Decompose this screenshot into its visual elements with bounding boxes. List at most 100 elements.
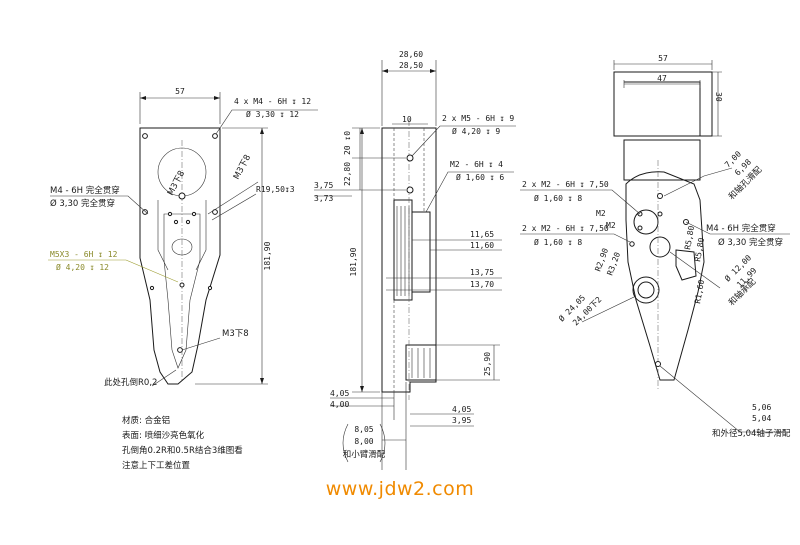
right-callout-b1: 2 x M2 - 6H ↧ 7,50 (522, 224, 609, 233)
right-shaft-leader (663, 167, 733, 197)
left-top-leader (215, 109, 318, 135)
middle-dim1370-label: 13,70 (470, 280, 494, 289)
right-d1200-leader (669, 251, 721, 289)
right-504-label: 5,04 (752, 414, 771, 423)
right-outer-leader (659, 365, 790, 433)
middle-hatch (396, 206, 410, 296)
middle-height-line (352, 128, 380, 393)
left-m3-label-c: M3下8 (222, 329, 249, 339)
right-callout-c2: Ø 3,30 完全贯穿 (718, 237, 783, 248)
middle-top-arrows (382, 69, 436, 73)
left-height-dim-line (195, 127, 268, 385)
left-hl-callout-2: Ø 4,20 ↧ 12 (56, 262, 109, 272)
right-dim47-label: 47 (657, 74, 667, 83)
right-m2-label-b: M2 (606, 221, 616, 230)
left-m3-label-b: M3下8 (232, 153, 253, 181)
right-large-bore (632, 276, 660, 304)
right-callout-a-leader (520, 189, 641, 215)
left-hole (212, 133, 218, 139)
middle-dim805-brackets (342, 423, 386, 463)
middle-dim805-label: 8,05 (354, 425, 373, 434)
left-side-callout-2: Ø 3,30 完全贯穿 (50, 198, 115, 209)
middle-dim400-label: 4,00 (330, 400, 349, 409)
left-r-label: R19,50↧3 (256, 185, 295, 194)
left-hole (173, 219, 179, 225)
note-line: 孔倒角0.2R和0.5R结合3维图看 (122, 445, 243, 456)
middle-dim375-line (314, 189, 352, 197)
left-r-leader (211, 193, 257, 221)
note-line: 注意上下工差位置 (122, 460, 191, 471)
middle-dim2590-label: 25,90 (483, 352, 492, 376)
right-callout-c1: M4 - 6H 完全贯穿 (706, 223, 776, 234)
left-top-callout-2: Ø 3,30 ↧ 12 (246, 109, 299, 119)
left-hole (207, 285, 213, 291)
left-side-callout-1: M4 - 6H 完全贯穿 (50, 185, 120, 196)
left-hole (142, 209, 148, 215)
middle-dim22-label: 22,80 (343, 162, 352, 186)
left-m3-leader (207, 181, 259, 215)
right-r580-label: R5,80 (683, 225, 696, 250)
left-width-dim-line (139, 92, 221, 124)
left-hole (178, 192, 186, 200)
left-hole (191, 211, 197, 217)
left-hole (142, 133, 148, 139)
note-line: 材质: 合金铝 (122, 415, 170, 426)
middle-dim20-label: 20 ↧0 (343, 131, 352, 155)
middle-top-label-2: 28,50 (399, 61, 423, 70)
left-hole (185, 219, 191, 225)
right-r580b-label: R5,80 (693, 237, 706, 262)
middle-callout2-leader (425, 171, 514, 213)
middle-hole (406, 186, 414, 194)
middle-lower-rect (405, 344, 437, 381)
right-callout-c-leader (685, 221, 790, 235)
right-hole (655, 361, 661, 367)
right-bore-inner (637, 281, 655, 299)
right-m2-label-a: M2 (596, 209, 606, 218)
middle-dim20-line (352, 127, 406, 159)
middle-callout2b: Ø 1,60 ↧ 6 (456, 172, 504, 182)
middle-dim405-line (330, 392, 395, 420)
middle-dim1165-label: 11,65 (470, 230, 494, 239)
right-dim57-line (613, 60, 713, 70)
middle-callout1a: 2 x M5 - 6H ↧ 9 (442, 114, 514, 123)
middle-dim405b-line (410, 413, 474, 427)
middle-top-label-1: 28,60 (399, 50, 423, 59)
right-view: 57 47 30 7,00 6,98 和轴孔滑配 2 x M2 - 6H ↧ 7… (520, 54, 791, 439)
right-hole (637, 225, 643, 231)
left-bottom-label: 此处孔倒R0,2 (104, 377, 157, 388)
right-upper-boss (633, 209, 659, 235)
middle-dim1160-label: 11,60 (470, 241, 494, 250)
middle-dim2590-line (436, 344, 500, 381)
middle-dim1375-line (386, 277, 502, 291)
left-m3c-leader (181, 337, 221, 351)
left-view: 57 181,90 4 x M4 - 6H ↧ 12 Ø 3,30 ↧ 12 M… (48, 87, 318, 388)
left-top-callout-1: 4 x M4 - 6H ↧ 12 (234, 97, 311, 106)
left-hole (149, 285, 155, 291)
middle-dim10-label: 10 (402, 115, 412, 124)
right-dim47-line (623, 80, 701, 88)
middle-dim405-label: 4,05 (330, 389, 349, 398)
middle-lower-hatch (411, 348, 431, 378)
left-part-outline (139, 127, 221, 385)
middle-hidden-lines (393, 128, 425, 392)
middle-dim800-label: 8,00 (354, 437, 373, 446)
middle-side-rect (412, 211, 431, 293)
left-side-leader (50, 195, 149, 215)
left-hole (167, 211, 173, 217)
right-hole (629, 241, 635, 247)
right-part-outline (625, 171, 705, 381)
right-outer-label: 和外径5,04轴子滑配 (712, 428, 791, 439)
left-width-label: 57 (175, 87, 185, 96)
right-dim30-label: 30 (714, 92, 723, 102)
left-hl-leader (48, 259, 179, 283)
right-top-inner (624, 81, 701, 136)
middle-inner-rect (393, 199, 413, 301)
middle-hole (406, 154, 414, 162)
right-r60-label: R1,60 (693, 279, 706, 304)
left-inner-pocket (163, 213, 201, 369)
right-506-label: 5,06 (752, 403, 771, 412)
middle-callout1b: Ø 4,20 ↧ 9 (452, 126, 500, 136)
right-hole (657, 211, 663, 217)
right-dim57-label: 57 (658, 54, 668, 63)
